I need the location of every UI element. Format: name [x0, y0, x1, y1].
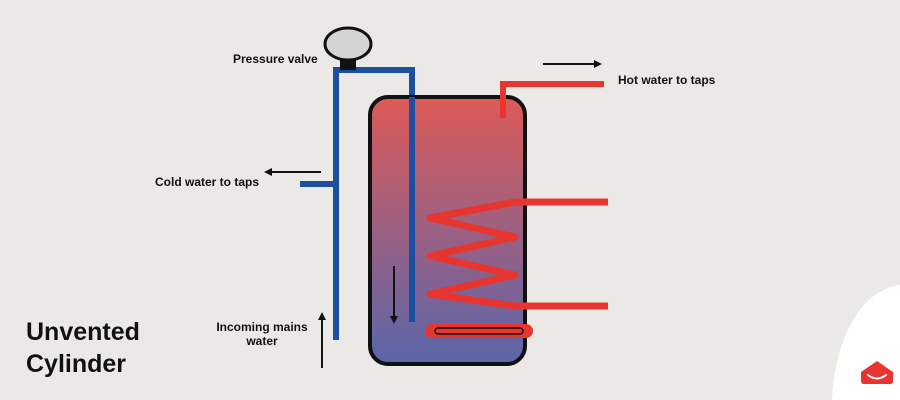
incoming-mains-line2: water	[246, 334, 278, 348]
cold-water-label: Cold water to taps	[155, 175, 260, 189]
immersion-heater	[425, 324, 533, 338]
diagram-title: Unvented Cylinder	[26, 316, 140, 380]
hot-water-pipe	[500, 81, 604, 118]
hot-water-label: Hot water to taps	[618, 73, 716, 87]
house-smile-icon	[861, 361, 893, 384]
pressure-valve-icon	[323, 26, 373, 70]
heating-coil	[426, 198, 608, 310]
incoming-mains-label: Incoming mains water	[212, 320, 312, 348]
cylinder-tank	[368, 95, 527, 366]
title-line-1: Unvented	[26, 318, 140, 346]
title-line-2: Cylinder	[26, 350, 127, 378]
pressure-valve-label: Pressure valve	[233, 52, 318, 66]
incoming-mains-line1: Incoming mains	[216, 320, 308, 334]
